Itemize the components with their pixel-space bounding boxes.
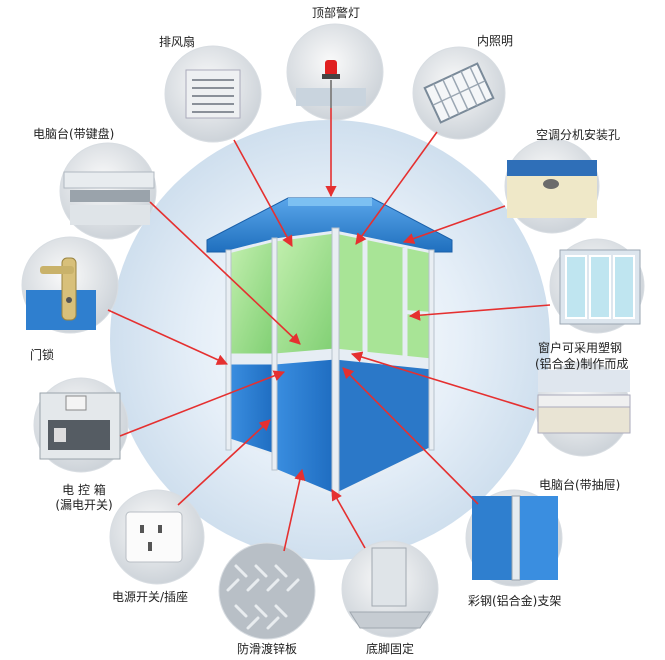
thumb-window (549, 238, 645, 334)
arrow-control-box (119, 370, 286, 437)
arrow-steel-frame (342, 367, 479, 505)
label-door-lock: 门锁 (30, 348, 55, 362)
thumb-power-switch (109, 489, 205, 585)
thumb-exhaust-fan (164, 45, 262, 143)
thumb-warning-light (286, 23, 384, 121)
thumb-computer-desk-drawer (535, 361, 631, 457)
arrow-computer-desk-keyboard (149, 201, 301, 345)
arrow-anti-slip-plate (283, 468, 306, 552)
thumb-computer-desk-keyboard (59, 142, 157, 240)
arrow-power-switch (177, 419, 271, 506)
arrow-interior-light (355, 131, 438, 245)
label-anti-slip-plate: 防滑渡锌板 (236, 642, 297, 656)
kiosk-illustration (206, 197, 453, 498)
arrows (107, 108, 551, 552)
label-control-box-line2: (漏电开关) (55, 498, 113, 512)
label-computer-desk-keyboard: 电脑台(带键盘) (33, 127, 115, 141)
arrow-window (408, 304, 551, 321)
label-ac-hole: 空调分机安装孔 (536, 128, 621, 142)
label-power-switch: 电源开关/插座 (112, 590, 189, 604)
arrow-door-lock (107, 309, 229, 365)
thumb-control-box (33, 377, 129, 473)
label-exhaust-fan: 排风扇 (158, 35, 195, 49)
label-interior-light: 内照明 (476, 34, 513, 48)
label-warning-light: 顶部警灯 (311, 6, 360, 20)
arrow-computer-desk-drawer (350, 351, 535, 411)
label-steel-frame: 彩钢(铝合金)支架 (468, 594, 562, 608)
label-control-box-line1: 电 控 箱 (62, 483, 106, 497)
label-computer-desk-drawer: 电脑台(带抽屉) (539, 478, 621, 492)
arrow-exhaust-fan (233, 139, 293, 247)
thumb-base-fixing (341, 540, 439, 638)
label-base-fixing: 底脚固定 (365, 642, 414, 656)
arrow-base-fixing (331, 489, 366, 549)
thumb-interior-light (412, 46, 506, 140)
thumb-door-lock (21, 236, 119, 334)
thumb-steel-frame (465, 489, 563, 587)
label-window-line1: 窗户可采用塑钢 (538, 341, 623, 355)
arrow-ac-hole (402, 205, 506, 244)
thumb-ac-hole (504, 138, 600, 234)
label-window-line2: (铝合金)制作而成 (535, 357, 629, 371)
thumb-anti-slip-plate (218, 542, 316, 640)
